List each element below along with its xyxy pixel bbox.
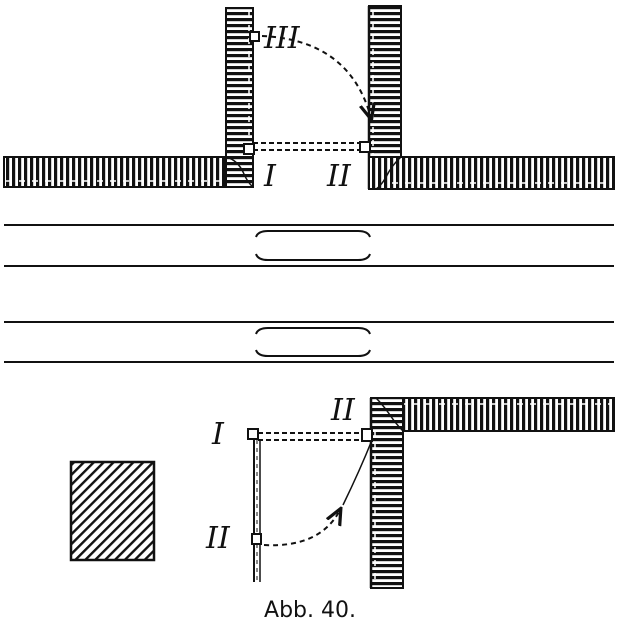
bottom-pole bbox=[251, 439, 262, 582]
label-bottom-second: II bbox=[330, 393, 356, 428]
bottom-gate-post-left bbox=[247, 428, 259, 440]
figure-caption: Abb. 40. bbox=[264, 598, 356, 623]
label-top-first: I bbox=[263, 159, 277, 194]
bottom-gate-bar bbox=[247, 428, 373, 442]
top-gate-post-left bbox=[243, 143, 255, 155]
bottom-right-wall bbox=[369, 397, 615, 589]
top-left-wall bbox=[3, 7, 254, 188]
tracks bbox=[4, 224, 614, 363]
bottom-swing-arc bbox=[263, 439, 373, 547]
label-bottom-first: I bbox=[211, 417, 225, 452]
top-gate-bar bbox=[243, 141, 371, 155]
top-swing-arc bbox=[249, 31, 371, 118]
top-right-wall bbox=[367, 5, 615, 190]
label-top-second: II bbox=[326, 159, 352, 194]
hatched-block bbox=[69, 460, 156, 562]
bottom-gate-post-right bbox=[361, 428, 373, 442]
label-bottom-third: II bbox=[205, 521, 231, 556]
label-top-third: III bbox=[263, 21, 301, 56]
top-gate-post-right bbox=[359, 141, 371, 153]
